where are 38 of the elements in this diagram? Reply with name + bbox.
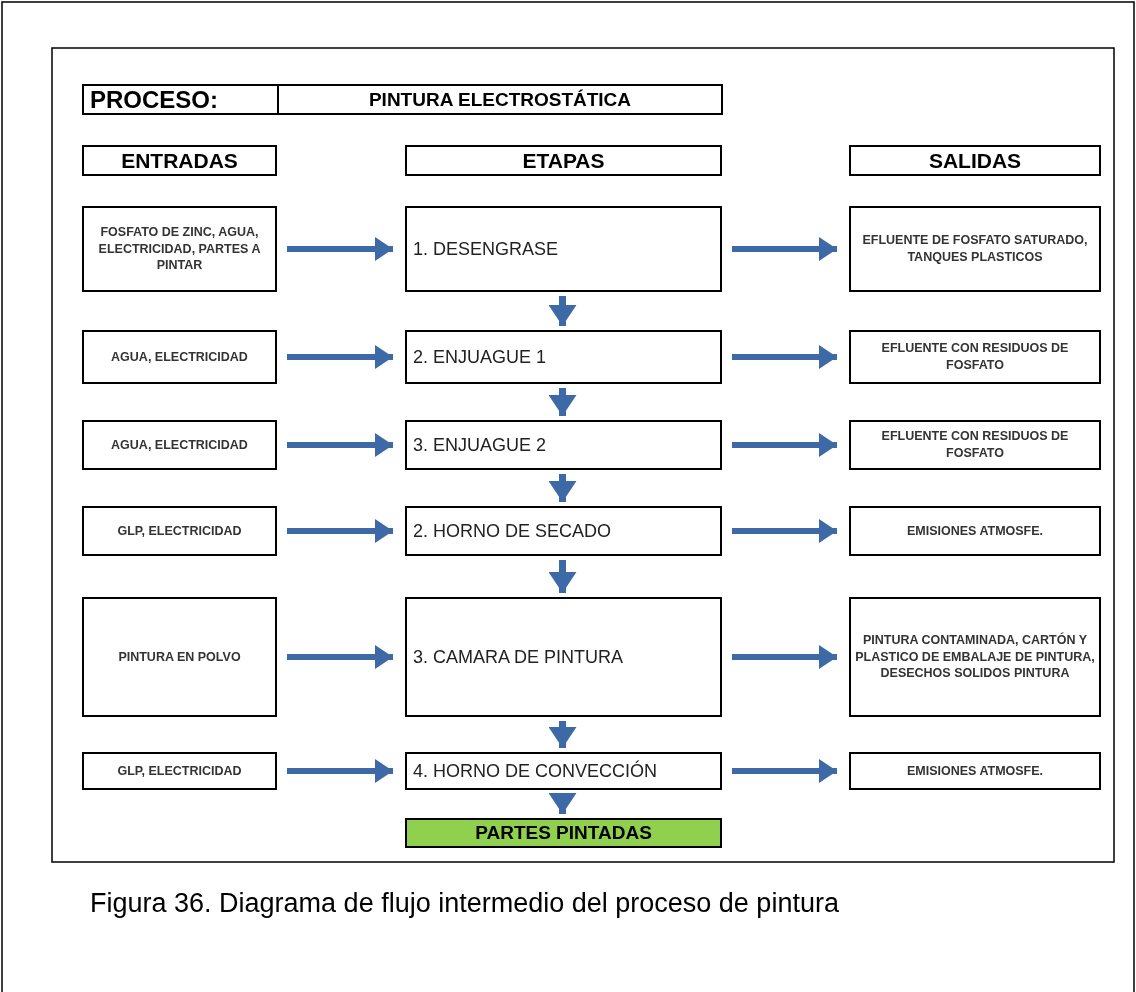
arrow (732, 345, 837, 369)
flow-box: EFLUENTE DE FOSFATO SATURADO, TANQUES PLASTICOS (849, 206, 1101, 292)
column-header: SALIDAS (849, 145, 1101, 176)
arrow (732, 237, 837, 261)
table-cell: PROCESO: (82, 84, 279, 115)
arrow (287, 645, 393, 669)
table-cell: PINTURA ELECTROSTÁTICA (277, 84, 723, 115)
flow-box: EMISIONES ATMOSFE. (849, 752, 1101, 790)
flow-box: FOSFATO DE ZINC, AGUA, ELECTRICIDAD, PARTES A PINTAR (82, 206, 277, 292)
arrow (287, 759, 393, 783)
figure-caption: Figura 36. Diagrama de flujo intermedio del proceso de pintura (90, 888, 839, 919)
process-box: 2. ENJUAGUE 1 (405, 330, 722, 384)
arrow (732, 433, 837, 457)
arrow (732, 519, 837, 543)
process-box: 3. CAMARA DE PINTURA (405, 597, 722, 717)
process-box: 1. DESENGRASE (405, 206, 722, 292)
arrow (287, 345, 393, 369)
flow-box: GLP, ELECTRICIDAD (82, 506, 277, 556)
arrow (287, 433, 393, 457)
flow-box: EFLUENTE CON RESIDUOS DE FOSFATO (849, 420, 1101, 470)
flow-box: AGUA, ELECTRICIDAD (82, 330, 277, 384)
arrow (548, 721, 577, 748)
flow-box: PINTURA EN POLVO (82, 597, 277, 717)
process-box: 2. HORNO DE SECADO (405, 506, 722, 556)
arrow (732, 645, 837, 669)
result-box: PARTES PINTADAS (405, 818, 722, 848)
process-box: 3. ENJUAGUE 2 (405, 420, 722, 470)
flow-box: EMISIONES ATMOSFE. (849, 506, 1101, 556)
arrow (287, 519, 393, 543)
arrow (732, 759, 837, 783)
column-header: ENTRADAS (82, 145, 277, 176)
arrow (287, 237, 393, 261)
flow-box: AGUA, ELECTRICIDAD (82, 420, 277, 470)
column-header: ETAPAS (405, 145, 722, 176)
flow-box: PINTURA CONTAMINADA, CARTÓN Y PLASTICO DE EMBALAJE DE PINTURA, DESECHOS SOLIDOS PINTURA (849, 597, 1101, 717)
flow-box: EFLUENTE CON RESIDUOS DE FOSFATO (849, 330, 1101, 384)
flow-box: GLP, ELECTRICIDAD (82, 752, 277, 790)
process-box: 4. HORNO DE CONVECCIÓN (405, 752, 722, 790)
